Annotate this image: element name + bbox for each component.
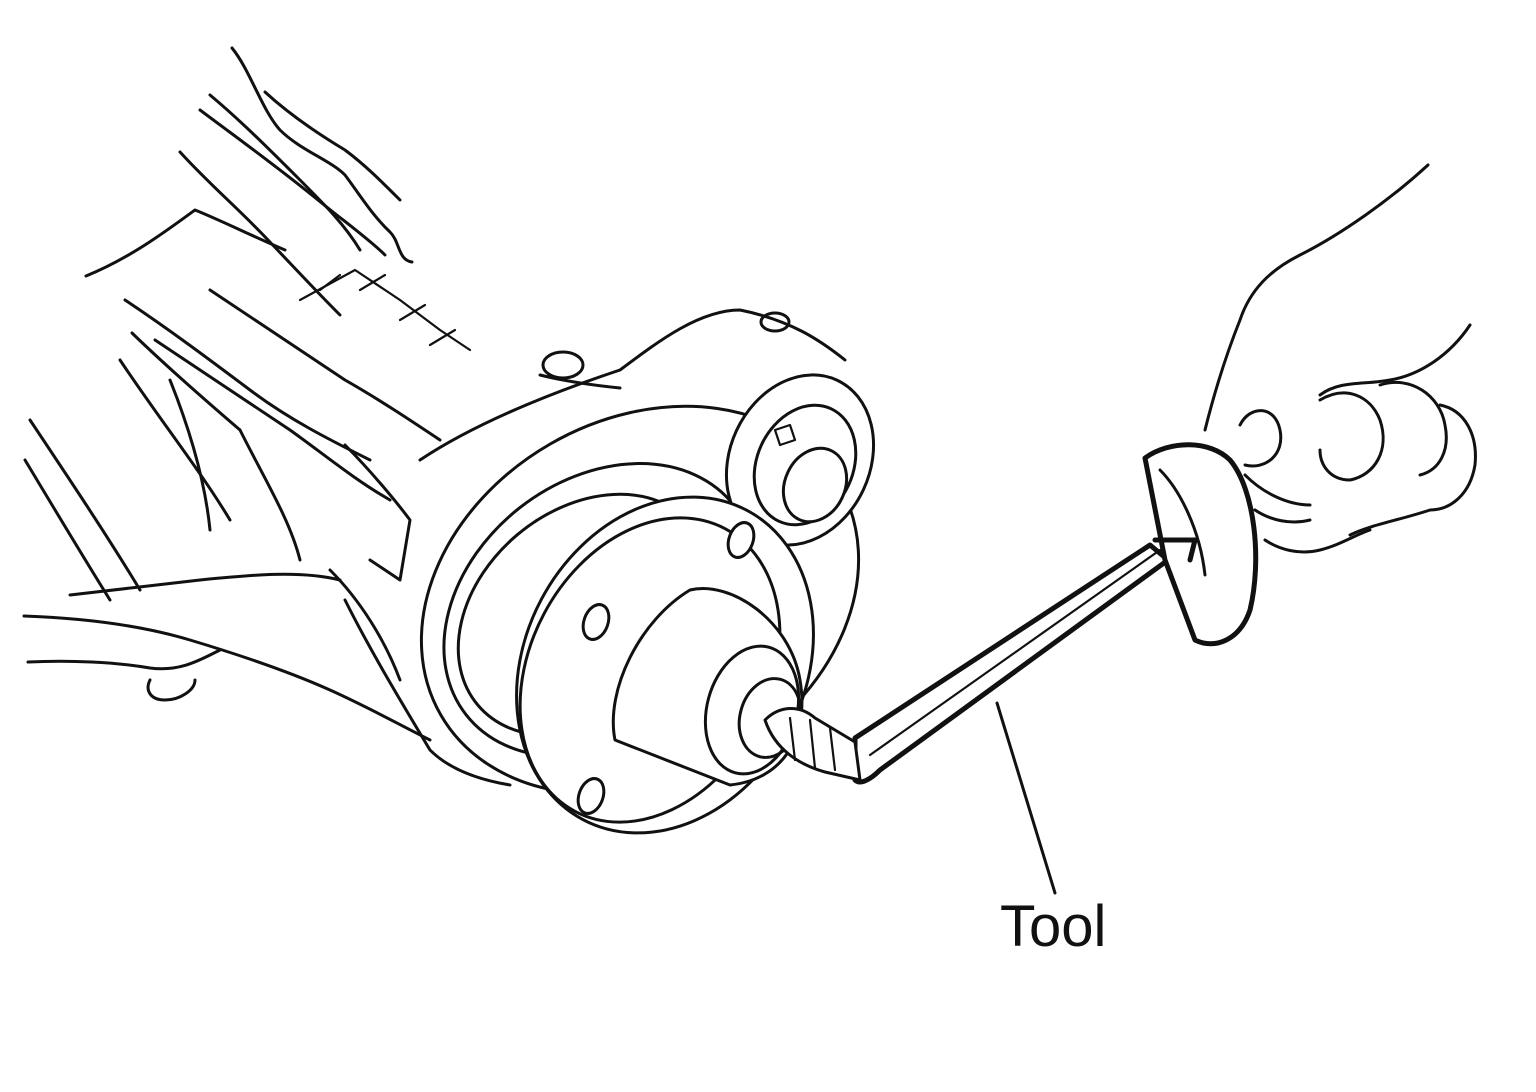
callout-leader-line: [995, 701, 1057, 895]
transmission-housing: [22, 46, 847, 787]
hand: [1203, 163, 1477, 554]
output-flange: [515, 495, 815, 835]
tool: [763, 442, 1259, 785]
tool-callout-label: Tool: [1000, 894, 1107, 959]
